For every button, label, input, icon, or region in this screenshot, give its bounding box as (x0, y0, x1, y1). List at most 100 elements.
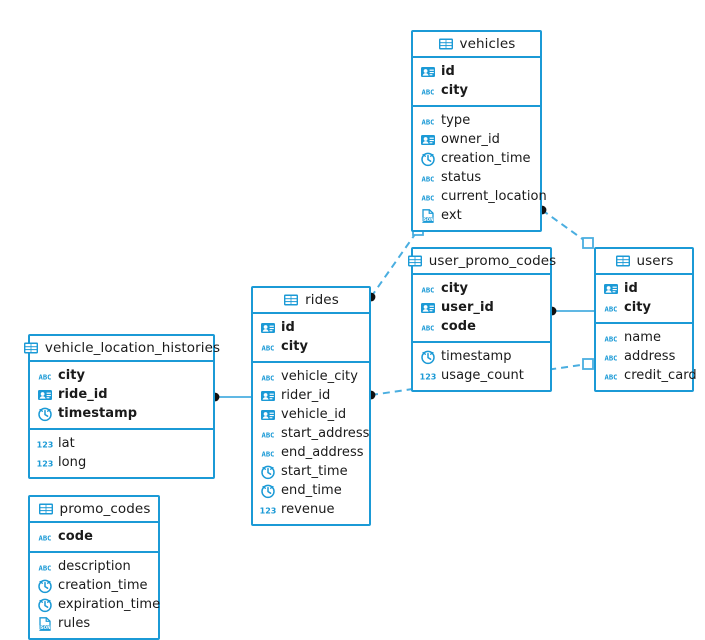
clock-icon (421, 152, 435, 166)
column-row[interactable]: start_time (253, 462, 369, 481)
column-row[interactable]: id (253, 318, 369, 337)
table-icon (615, 255, 630, 267)
num-icon: 123 (37, 440, 53, 449)
column-row[interactable]: owner_id (413, 130, 540, 149)
column-name: code (441, 319, 476, 334)
abc-icon: ABC (262, 373, 275, 382)
key-icon (421, 66, 435, 77)
svg-text:ABC: ABC (39, 372, 52, 381)
column-row[interactable]: id (596, 279, 692, 298)
column-row[interactable]: creation_time (413, 149, 540, 168)
column-row[interactable]: user_id (413, 298, 550, 317)
column-name: city (441, 281, 469, 296)
column-name: start_time (281, 464, 348, 479)
column-name: id (624, 281, 638, 296)
column-row[interactable]: JSON ext (413, 206, 540, 225)
column-row[interactable]: id (413, 62, 540, 81)
column-row[interactable]: ABC name (596, 328, 692, 347)
column-row[interactable]: ABC city (413, 279, 550, 298)
column-row[interactable]: end_time (253, 481, 369, 500)
edge-vehicles-to-users[interactable] (541, 209, 589, 244)
column-name: start_address (281, 426, 370, 441)
svg-text:ABC: ABC (605, 334, 618, 343)
abc-icon: ABC (422, 87, 435, 96)
table-icon (438, 38, 453, 50)
svg-text:123: 123 (37, 459, 53, 468)
column-row[interactable]: rider_id (253, 386, 369, 405)
column-row[interactable]: expiration_time (30, 595, 160, 614)
json-icon: JSON (38, 616, 51, 631)
column-name: rules (58, 616, 91, 631)
column-row[interactable]: 123 lat (30, 434, 213, 453)
table-icon (23, 342, 38, 354)
table-header-user_promo_codes[interactable]: user_promo_codes (407, 249, 556, 275)
svg-text:ABC: ABC (262, 373, 275, 382)
table-icon (407, 255, 422, 267)
clock-icon (261, 465, 275, 479)
abc-icon: ABC (422, 117, 435, 126)
table-header-vehicles[interactable]: vehicles (413, 32, 540, 58)
column-row[interactable]: creation_time (30, 576, 158, 595)
column-row[interactable]: JSON rules (30, 614, 158, 633)
column-name: address (624, 349, 676, 364)
table-title-label: vehicles (459, 36, 516, 52)
table-header-promo_codes[interactable]: promo_codes (30, 497, 158, 523)
column-row[interactable]: ride_id (30, 385, 213, 404)
column-name: id (281, 320, 295, 335)
column-row[interactable]: ABC address (596, 347, 692, 366)
column-name: ext (441, 208, 462, 223)
svg-text:JSON: JSON (421, 217, 434, 222)
column-name: timestamp (58, 406, 138, 421)
column-row[interactable]: timestamp (30, 404, 213, 423)
abc-icon: ABC (422, 323, 435, 332)
edge-endpoint-square (582, 237, 594, 249)
num-icon: 123 (420, 372, 436, 381)
table-header-users[interactable]: users (596, 249, 692, 275)
column-name: revenue (281, 502, 335, 517)
column-row[interactable]: ABC code (413, 317, 550, 336)
svg-text:ABC: ABC (422, 285, 435, 294)
column-row[interactable]: vehicle_id (253, 405, 369, 424)
abc-icon: ABC (39, 372, 52, 381)
abc-icon: ABC (605, 353, 618, 362)
svg-text:ABC: ABC (422, 323, 435, 332)
table-header-vehicle_location_histories[interactable]: vehicle_location_histories (23, 336, 220, 362)
column-row[interactable]: timestamp (413, 347, 550, 366)
table-icon (38, 503, 53, 515)
column-name: name (624, 330, 662, 345)
table-icon (284, 294, 299, 306)
column-name: status (441, 170, 482, 185)
num-icon: 123 (37, 459, 53, 468)
clock-icon (38, 598, 52, 612)
table-header-rides[interactable]: rides (253, 288, 369, 314)
column-name: lat (58, 436, 75, 451)
abc-icon: ABC (605, 372, 618, 381)
